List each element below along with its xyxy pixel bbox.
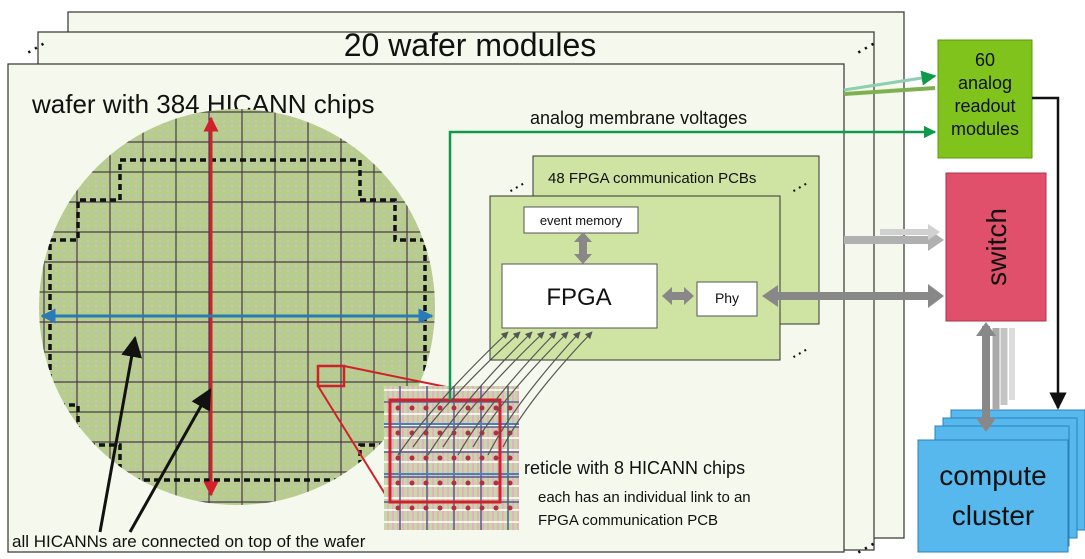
wafer-caption: all HICANNs are connected on top of the … — [12, 532, 366, 551]
reticle-fpga-links — [397, 331, 593, 456]
reticle-fpga-link — [397, 331, 509, 456]
reticle-title: reticle with 8 HICANN chips — [524, 458, 745, 478]
readout-cluster-arrow — [1032, 96, 1067, 410]
reticle-fpga-link — [427, 331, 533, 456]
reticle-fpga-link — [472, 331, 569, 448]
reticle-highlight-box — [388, 398, 502, 504]
zoom-line-bottom — [317, 385, 391, 503]
switch-cluster-arrows — [976, 322, 1015, 432]
cluster-line1: compute — [939, 460, 1046, 491]
reticle — [384, 386, 519, 530]
readout-box — [937, 39, 1033, 159]
wafer-zoom-source-box — [316, 364, 346, 388]
module-switch-arrows — [844, 224, 944, 251]
readout-line3: readout — [954, 96, 1015, 116]
reticle-fpga-link — [502, 331, 593, 448]
reticle-fpga-link — [442, 331, 545, 448]
reticle-desc-line1: each has an individual link to an — [538, 489, 751, 506]
switch-box — [945, 172, 1047, 322]
analog-voltages-label: analog membrane voltages — [530, 108, 747, 128]
readout-line2: analog — [958, 73, 1012, 93]
analog-arrow-middle — [843, 86, 936, 96]
caption-arrow-2 — [128, 388, 212, 533]
readout-line4: modules — [951, 119, 1019, 139]
phy-label: Phy — [715, 290, 739, 306]
phy-switch-arrow — [762, 284, 944, 308]
event-memory-label: event memory — [540, 213, 623, 228]
pcb-title: 48 FPGA communication PCBs — [548, 170, 756, 187]
readout-line1: 60 — [975, 50, 995, 70]
reticle-fpga-link — [487, 331, 581, 456]
cluster-line2: cluster — [952, 500, 1034, 531]
event-memory-box — [523, 206, 639, 234]
phy-box — [696, 281, 758, 317]
caption-arrow-1 — [98, 335, 142, 533]
fpga-label: FPGA — [546, 284, 611, 311]
cluster-box-front — [917, 439, 1069, 553]
reticle-fpga-link — [457, 331, 557, 456]
wafer-modules-title: 20 wafer modules — [344, 27, 597, 63]
event-memory-fpga-arrow — [574, 232, 592, 264]
reticle-desc-line2: FPGA communication PCB — [538, 512, 718, 529]
switch-label: switch — [981, 208, 1012, 286]
fpga-phy-arrow — [662, 287, 694, 305]
reticle-grid — [384, 386, 519, 530]
analog-voltages-line — [448, 125, 937, 400]
fpga-box — [501, 263, 658, 329]
analog-arrow-back — [843, 70, 937, 92]
reticle-fpga-link — [412, 331, 521, 448]
wafer — [39, 109, 435, 505]
